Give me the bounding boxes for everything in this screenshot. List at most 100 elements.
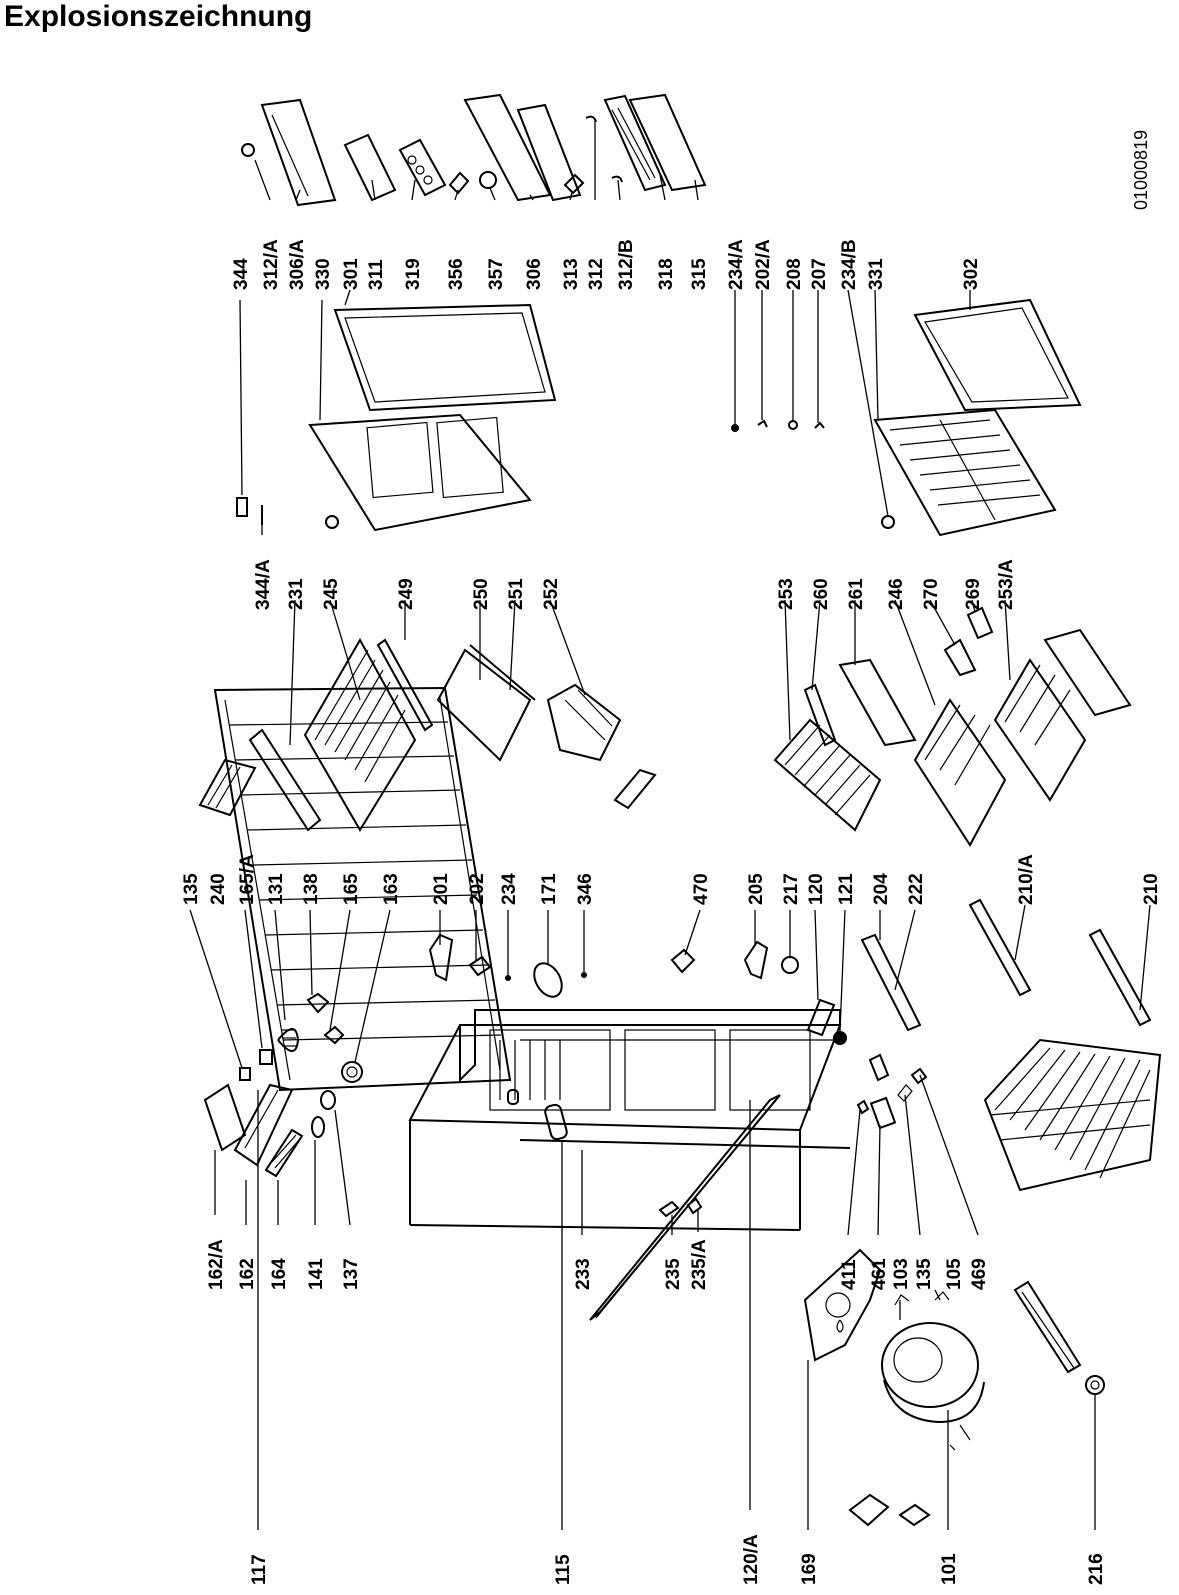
label-261: 261 — [846, 578, 867, 610]
label-210a: 210/A — [1016, 854, 1037, 905]
label-312b: 312/B — [616, 239, 637, 290]
label-461: 461 — [869, 1258, 890, 1290]
condenser-coil-drawing — [213, 686, 512, 1092]
mounting-rail-drawing — [1013, 1280, 1105, 1395]
label-469: 469 — [969, 1258, 990, 1290]
label-357: 357 — [486, 258, 507, 290]
label-246: 246 — [886, 578, 907, 610]
label-245: 245 — [321, 578, 342, 610]
label-165: 165 — [341, 873, 362, 905]
label-311: 311 — [366, 259, 387, 290]
label-301: 301 — [341, 258, 362, 290]
door-shelves-drawing — [241, 93, 707, 207]
label-120: 120 — [806, 873, 827, 905]
label-201: 201 — [431, 873, 452, 905]
part-labels: 117 115 120/A 169 101 216 162/A 162 164 … — [181, 239, 1162, 1585]
mid-small-parts-drawing — [670, 933, 922, 1082]
label-222: 222 — [906, 873, 927, 905]
label-205: 205 — [746, 873, 767, 905]
freezer-baskets-drawing — [773, 606, 1132, 847]
freezer-racks-drawing — [968, 898, 1162, 1192]
label-162: 162 — [237, 1258, 258, 1290]
label-315: 315 — [689, 258, 710, 290]
label-470: 470 — [691, 873, 712, 905]
label-217: 217 — [781, 873, 802, 905]
hinge-cover-drawing — [236, 497, 263, 525]
label-235: 235 — [663, 1258, 684, 1290]
glass-shelf-drawing — [436, 644, 536, 762]
label-135-lower: 135 — [914, 1258, 935, 1290]
door-tray-group-drawing — [198, 728, 322, 832]
label-312a: 312/A — [261, 239, 282, 290]
cabinet-drawing — [408, 1009, 851, 1231]
label-253a: 253/A — [996, 559, 1017, 610]
label-344a: 344/A — [253, 559, 274, 610]
label-240: 240 — [208, 873, 229, 905]
label-260: 260 — [811, 578, 832, 610]
label-162a: 162/A — [206, 1239, 227, 1290]
freezer-door-drawing — [731, 298, 1082, 537]
label-138: 138 — [301, 873, 322, 905]
crisper-drawer-drawing — [546, 683, 657, 810]
label-169: 169 — [799, 1553, 820, 1585]
label-210: 210 — [1141, 873, 1162, 905]
label-137: 137 — [341, 1258, 362, 1290]
label-318: 318 — [656, 258, 677, 290]
label-202a: 202/A — [753, 239, 774, 290]
upper-small-parts-drawing — [239, 992, 363, 1083]
label-216: 216 — [1086, 1553, 1107, 1585]
label-234b: 234/B — [839, 239, 860, 290]
label-207: 207 — [809, 258, 830, 290]
label-202: 202 — [467, 873, 488, 905]
label-103: 103 — [891, 1258, 912, 1290]
label-135-upper: 135 — [181, 873, 202, 905]
label-302: 302 — [961, 258, 982, 290]
label-117: 117 — [249, 1554, 270, 1585]
label-121: 121 — [836, 873, 857, 905]
label-204: 204 — [871, 873, 892, 905]
label-165a: 165/A — [237, 854, 258, 905]
document-number: 01000819 — [1131, 130, 1151, 210]
label-105: 105 — [944, 1258, 965, 1290]
label-231: 231 — [286, 578, 307, 610]
label-270: 270 — [921, 578, 942, 610]
label-253: 253 — [776, 578, 797, 610]
label-331: 331 — [866, 258, 887, 290]
label-319: 319 — [403, 258, 424, 290]
label-250: 250 — [471, 578, 492, 610]
leader-lines — [189, 120, 1151, 1530]
label-356: 356 — [446, 258, 467, 290]
label-131: 131 — [266, 873, 287, 905]
compressor-bracket-drawing — [803, 1248, 931, 1527]
label-234a: 234/A — [726, 239, 747, 290]
label-120a: 120/A — [741, 1534, 762, 1585]
label-251: 251 — [506, 578, 527, 610]
lower-small-parts-drawing — [856, 1067, 928, 1130]
label-330: 330 — [313, 258, 334, 290]
label-252: 252 — [541, 578, 562, 610]
label-411: 411 — [839, 1259, 860, 1290]
label-115: 115 — [553, 1554, 574, 1585]
label-306a: 306/A — [287, 239, 308, 290]
label-344: 344 — [231, 258, 252, 290]
compressor-drawing — [881, 1291, 985, 1451]
hinge-group-drawing — [428, 933, 587, 998]
label-249: 249 — [396, 578, 417, 610]
label-163: 163 — [381, 873, 402, 905]
label-269: 269 — [963, 578, 984, 610]
fridge-door-drawing — [308, 303, 557, 532]
label-234: 234 — [499, 873, 520, 905]
label-313: 313 — [561, 258, 582, 290]
label-233: 233 — [573, 1258, 594, 1290]
label-346: 346 — [575, 873, 596, 905]
label-306: 306 — [524, 258, 545, 290]
label-141: 141 — [306, 1258, 327, 1290]
label-101: 101 — [939, 1553, 960, 1585]
drier-filter-drawing — [507, 1089, 568, 1141]
label-171: 171 — [539, 873, 560, 905]
label-312: 312 — [586, 258, 607, 290]
label-164: 164 — [269, 1258, 290, 1290]
long-rail-drawing — [589, 1094, 781, 1321]
page-title: Explosionszeichnung — [4, 0, 313, 33]
